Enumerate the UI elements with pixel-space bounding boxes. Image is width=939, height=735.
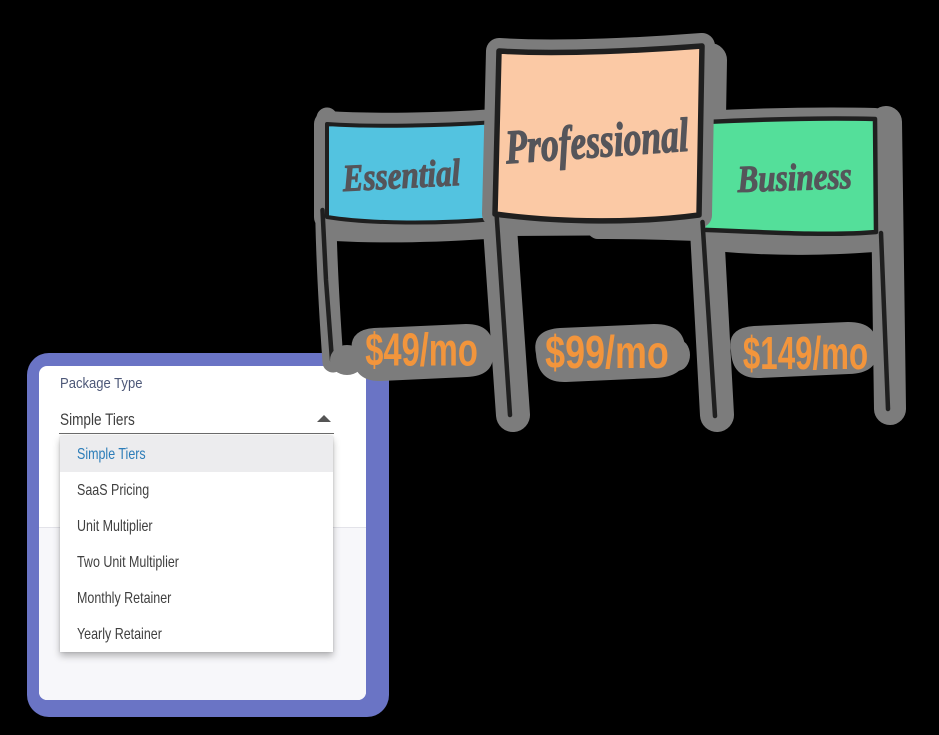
svg-text:$149/mo: $149/mo [743,328,868,379]
svg-text:Business: Business [736,154,853,201]
svg-text:Essential: Essential [341,151,462,200]
svg-text:Professional: Professional [503,109,691,175]
svg-text:$49/mo: $49/mo [365,325,478,376]
svg-text:$99/mo: $99/mo [545,327,669,378]
